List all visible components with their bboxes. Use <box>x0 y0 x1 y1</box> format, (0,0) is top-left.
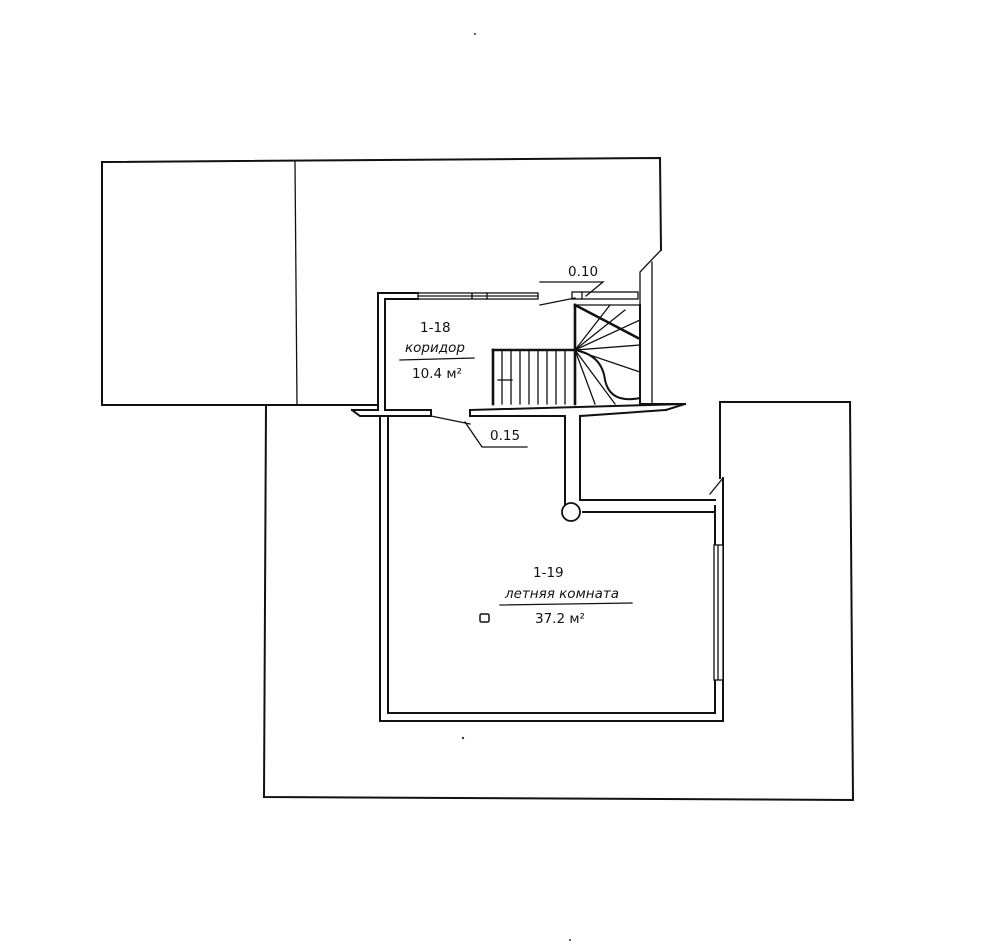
room-number-summer-room: 1-19 <box>533 565 564 581</box>
staircase <box>491 291 642 406</box>
room-name-summer-room: летняя комната <box>504 586 619 602</box>
scan-dot <box>474 33 476 35</box>
lower-roof-outline <box>262 401 855 802</box>
floor-fixture <box>479 613 490 623</box>
upper-roof-outline <box>100 156 663 406</box>
column <box>561 502 581 522</box>
scan-dot <box>569 939 571 941</box>
summer-room-walls <box>379 401 724 722</box>
corridor-walls <box>377 292 539 411</box>
room-area-summer-room: 37.2 м² <box>535 611 585 627</box>
dimension-bottom-label: 0.15 <box>490 428 520 444</box>
room-label-summer-room: 1-19 летняя комната 37.2 м² <box>499 565 633 627</box>
room-name-corridor: коридор <box>405 340 465 356</box>
dimension-marker-top: 0.10 <box>539 264 605 297</box>
partition-wall <box>350 402 687 425</box>
room-area-corridor: 10.4 м² <box>412 366 462 382</box>
room-label-corridor: 1-18 коридор 10.4 м² <box>399 320 475 382</box>
dimension-top-label: 0.10 <box>568 264 598 280</box>
scan-dot <box>461 736 465 740</box>
room-number-corridor: 1-18 <box>420 320 451 336</box>
dimension-marker-bottom: 0.15 <box>464 421 528 448</box>
